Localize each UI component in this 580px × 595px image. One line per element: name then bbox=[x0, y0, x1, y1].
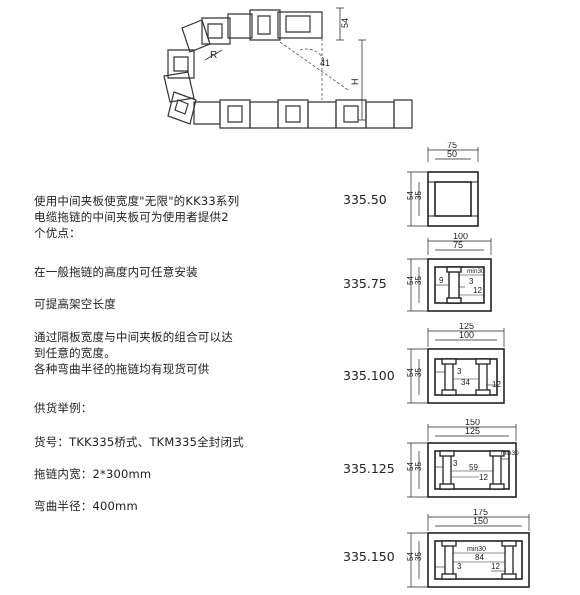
radius-label: R bbox=[210, 50, 217, 61]
dim-h2: 35 bbox=[414, 552, 423, 561]
angle-label: 41 bbox=[320, 58, 330, 68]
chain-link bbox=[201, 17, 231, 45]
chain-link bbox=[227, 13, 253, 39]
dim-59: 59 bbox=[469, 463, 478, 472]
dim-3: 3 bbox=[457, 367, 462, 376]
drag-chain-drawing: R 41 54 H bbox=[163, 7, 413, 129]
chain-link bbox=[277, 11, 323, 39]
dim-inner: 100 bbox=[459, 330, 474, 340]
dim-inner: 50 bbox=[447, 149, 457, 159]
dim-outer: 125 bbox=[459, 323, 474, 331]
dim-h1: 54 bbox=[406, 191, 415, 200]
dim-3: 3 bbox=[469, 277, 474, 286]
chain-link bbox=[249, 101, 279, 129]
intro-text: 使用中间夹板使宽度"无限"的KK33系列 电缆拖链的中间夹板可为使用者提供2 个… bbox=[34, 194, 240, 240]
dim-84: 84 bbox=[475, 553, 484, 562]
model-label: 335.125 bbox=[343, 461, 395, 476]
dim-9: 9 bbox=[439, 276, 444, 285]
dim-min30: min30 bbox=[501, 450, 519, 457]
bend-radius: 弯曲半径：400mm bbox=[34, 499, 138, 513]
section-drawing-335-75: 100 75 min30 9 3 12 54 35 bbox=[406, 233, 492, 312]
dim-min30: min30 bbox=[467, 268, 485, 275]
dim-h2: 35 bbox=[414, 462, 423, 471]
dim-inner: 75 bbox=[453, 240, 463, 250]
pitch-label: 54 bbox=[340, 18, 350, 28]
dim-h1: 54 bbox=[406, 368, 415, 377]
section-drawing-335-150: 175 150 min30 84 3 12 54 35 bbox=[406, 509, 530, 588]
dim-h1: 54 bbox=[406, 552, 415, 561]
dim-h2: 35 bbox=[414, 368, 423, 377]
dim-12: 12 bbox=[491, 562, 500, 571]
model-label: 335.100 bbox=[343, 368, 395, 383]
height-label: H bbox=[350, 79, 360, 86]
chain-link bbox=[193, 101, 221, 125]
dim-outer: 150 bbox=[465, 419, 480, 427]
section-drawing-335-125: 150 125 min30 3 59 12 54 35 bbox=[406, 419, 519, 498]
model-label: 335.50 bbox=[343, 192, 387, 207]
chain-link bbox=[181, 19, 211, 53]
dim-3: 3 bbox=[457, 562, 462, 571]
dim-inner: 125 bbox=[465, 426, 480, 436]
supply-example-heading: 供货举例： bbox=[34, 401, 93, 415]
chain-link bbox=[163, 71, 195, 103]
chain-link bbox=[335, 99, 367, 129]
chain-link bbox=[307, 101, 337, 129]
chain-link bbox=[393, 99, 413, 129]
dim-h1: 54 bbox=[406, 462, 415, 471]
dim-h2: 35 bbox=[414, 191, 423, 200]
chain-link bbox=[365, 101, 395, 129]
width-text: 通过隔板宽度与中间夹板的组合可以达 到任意的宽度。 各种弯曲半径的拖链均有现货可… bbox=[34, 330, 233, 376]
dim-12: 12 bbox=[473, 286, 482, 295]
chain-link bbox=[219, 99, 251, 129]
dim-34: 34 bbox=[461, 378, 470, 387]
dim-inner: 150 bbox=[473, 516, 488, 526]
chain-link bbox=[167, 91, 197, 125]
chain-link bbox=[249, 9, 281, 41]
dim-outer: 100 bbox=[453, 233, 468, 241]
dim-12: 12 bbox=[479, 473, 488, 482]
dim-outer: 75 bbox=[447, 142, 457, 150]
dim-min30: min30 bbox=[467, 546, 486, 553]
model-label: 335.150 bbox=[343, 549, 395, 564]
dim-outer: 175 bbox=[473, 509, 488, 517]
dim-3: 3 bbox=[453, 459, 458, 468]
part-number: 货号：TKK335桥式、TKM335全封闭式 bbox=[34, 435, 244, 449]
section-drawing-335-50: 75 50 54 35 bbox=[406, 142, 479, 227]
dim-h1: 54 bbox=[406, 276, 415, 285]
section-drawing-335-100: 125 100 3 34 12 54 35 bbox=[406, 323, 505, 404]
dim-12: 12 bbox=[492, 380, 501, 389]
model-label: 335.75 bbox=[343, 276, 387, 291]
dim-h2: 35 bbox=[414, 276, 423, 285]
advantage-2: 可提高架空长度 bbox=[34, 297, 116, 311]
chain-link bbox=[167, 49, 195, 79]
chain-link bbox=[277, 99, 309, 129]
inner-width: 拖链内宽：2*300mm bbox=[34, 467, 152, 481]
advantage-1: 在一般拖链的高度内可任意安装 bbox=[34, 265, 198, 279]
